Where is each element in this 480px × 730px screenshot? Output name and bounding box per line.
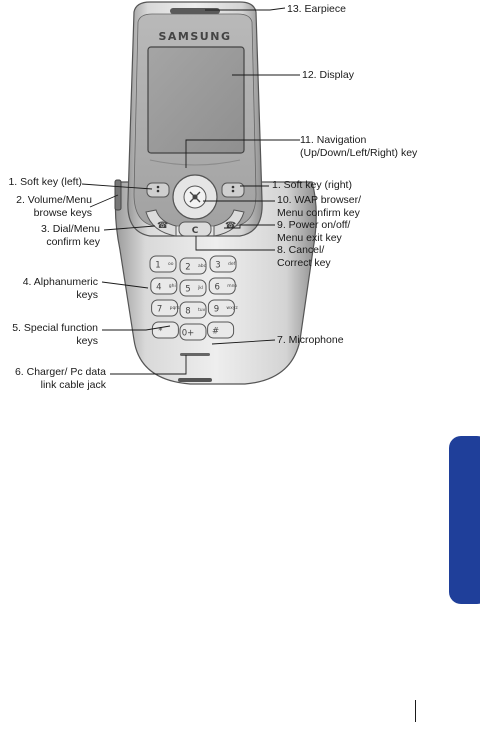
callout-soft-key-right: 1. Soft key (right): [272, 179, 352, 191]
keypad-key-label: #: [212, 327, 219, 337]
microphone: [180, 353, 210, 356]
keypad-key[interactable]: 7 pqrs: [151, 299, 181, 317]
keypad-key[interactable]: 6 mno: [208, 277, 237, 295]
keypad-key[interactable]: *: [151, 321, 179, 339]
keypad-key[interactable]: #: [207, 321, 235, 339]
keypad-key-label: 1: [155, 261, 160, 271]
keypad-key-label: 3: [215, 261, 220, 271]
callout-display: 12. Display: [302, 69, 354, 81]
keypad-key-label: 7: [157, 305, 162, 315]
keypad-key-letters: abc: [198, 263, 207, 269]
callout-power: 9. Power on/off/ Menu exit key: [277, 219, 351, 244]
keypad-key-label: 5: [185, 285, 190, 295]
section-tab: [449, 436, 480, 604]
keypad-key-letters: jkl: [197, 285, 203, 291]
keypad-key-letters: pqrs: [170, 305, 181, 311]
dial-key: [145, 209, 177, 237]
brand-logo: SAMSUNG: [159, 30, 232, 43]
leader-lines: [81, 7, 300, 375]
callout-microphone: 7. Microphone: [277, 334, 344, 346]
callout-dial: 3. Dial/Menu confirm key: [41, 223, 100, 248]
charger-jack: [178, 378, 212, 382]
cancel-key: [178, 221, 212, 237]
phone-diagram: SAMSUNG ☎ ☎ C 1 oo 2 abc 3 def 4 ghi 5 jkl 6 mno 7 pq…: [8, 1, 418, 391]
svg-text:☎: ☎: [225, 221, 236, 231]
keypad-key-letters: def: [228, 261, 236, 267]
keypad-key-label: 0+: [182, 329, 195, 339]
power-key: [213, 209, 245, 237]
earpiece: [170, 8, 220, 14]
phone-illustration: SAMSUNG ☎ ☎ C 1 oo 2 abc 3 def 4 ghi 5 jkl 6 mno 7 pq…: [81, 1, 317, 385]
keypad-key-letters: mno: [227, 284, 237, 289]
keypad-key-label: 2: [185, 263, 190, 273]
keypad-key-letters: tuv: [198, 307, 206, 313]
callout-soft-key-left: 1. Soft key (left): [8, 176, 82, 188]
keypad-key-label: 9: [214, 305, 219, 315]
keypad-key-letters: ghi: [169, 283, 176, 289]
keypad-key-letters: oo: [168, 262, 174, 267]
keypad-key-label: 8: [185, 307, 190, 317]
callout-charger: 6. Charger/ Pc data link cable jack: [14, 366, 106, 391]
keypad-key-letters: wxyz: [226, 306, 238, 311]
callout-cancel: 8. Cancel/ Correct key: [277, 244, 331, 269]
callout-navigation: 11. Navigation (Up/Down/Left/Right) key: [300, 134, 418, 159]
keypad-key-label: *: [158, 327, 162, 337]
callout-earpiece: 13. Earpiece: [287, 3, 346, 15]
callout-volume: 2. Volume/Menu browse keys: [16, 194, 92, 219]
callout-special-function: 5. Special function keys: [12, 322, 98, 347]
keypad-key[interactable]: 5 jkl: [179, 279, 207, 297]
alphanumeric-keypad: 1 oo 2 abc 3 def 4 ghi 5 jkl 6 mno 7 pqrs 8 tuv 9 wxyz * 0+…: [149, 255, 238, 341]
svg-text:☎: ☎: [157, 221, 168, 231]
keypad-key-label: 6: [214, 283, 219, 293]
keypad-key[interactable]: 9 wxyz: [207, 299, 238, 317]
page-number-marker: [415, 700, 416, 722]
keypad-key[interactable]: 4 ghi: [150, 277, 178, 295]
display: [147, 46, 245, 154]
callout-alphanumeric: 4. Alphanumeric keys: [22, 276, 98, 301]
keypad-key[interactable]: 8 tuv: [179, 301, 207, 319]
keypad-key[interactable]: 0+: [179, 323, 207, 341]
keypad-key[interactable]: 2 abc: [179, 257, 207, 275]
callout-wap-browser: 10. WAP browser/ Menu confirm key: [277, 194, 362, 219]
keypad-key[interactable]: 3 def: [209, 255, 237, 273]
keypad-key[interactable]: 1 oo: [149, 255, 177, 273]
svg-text:C: C: [192, 226, 199, 236]
keypad-key-label: 4: [156, 283, 161, 293]
